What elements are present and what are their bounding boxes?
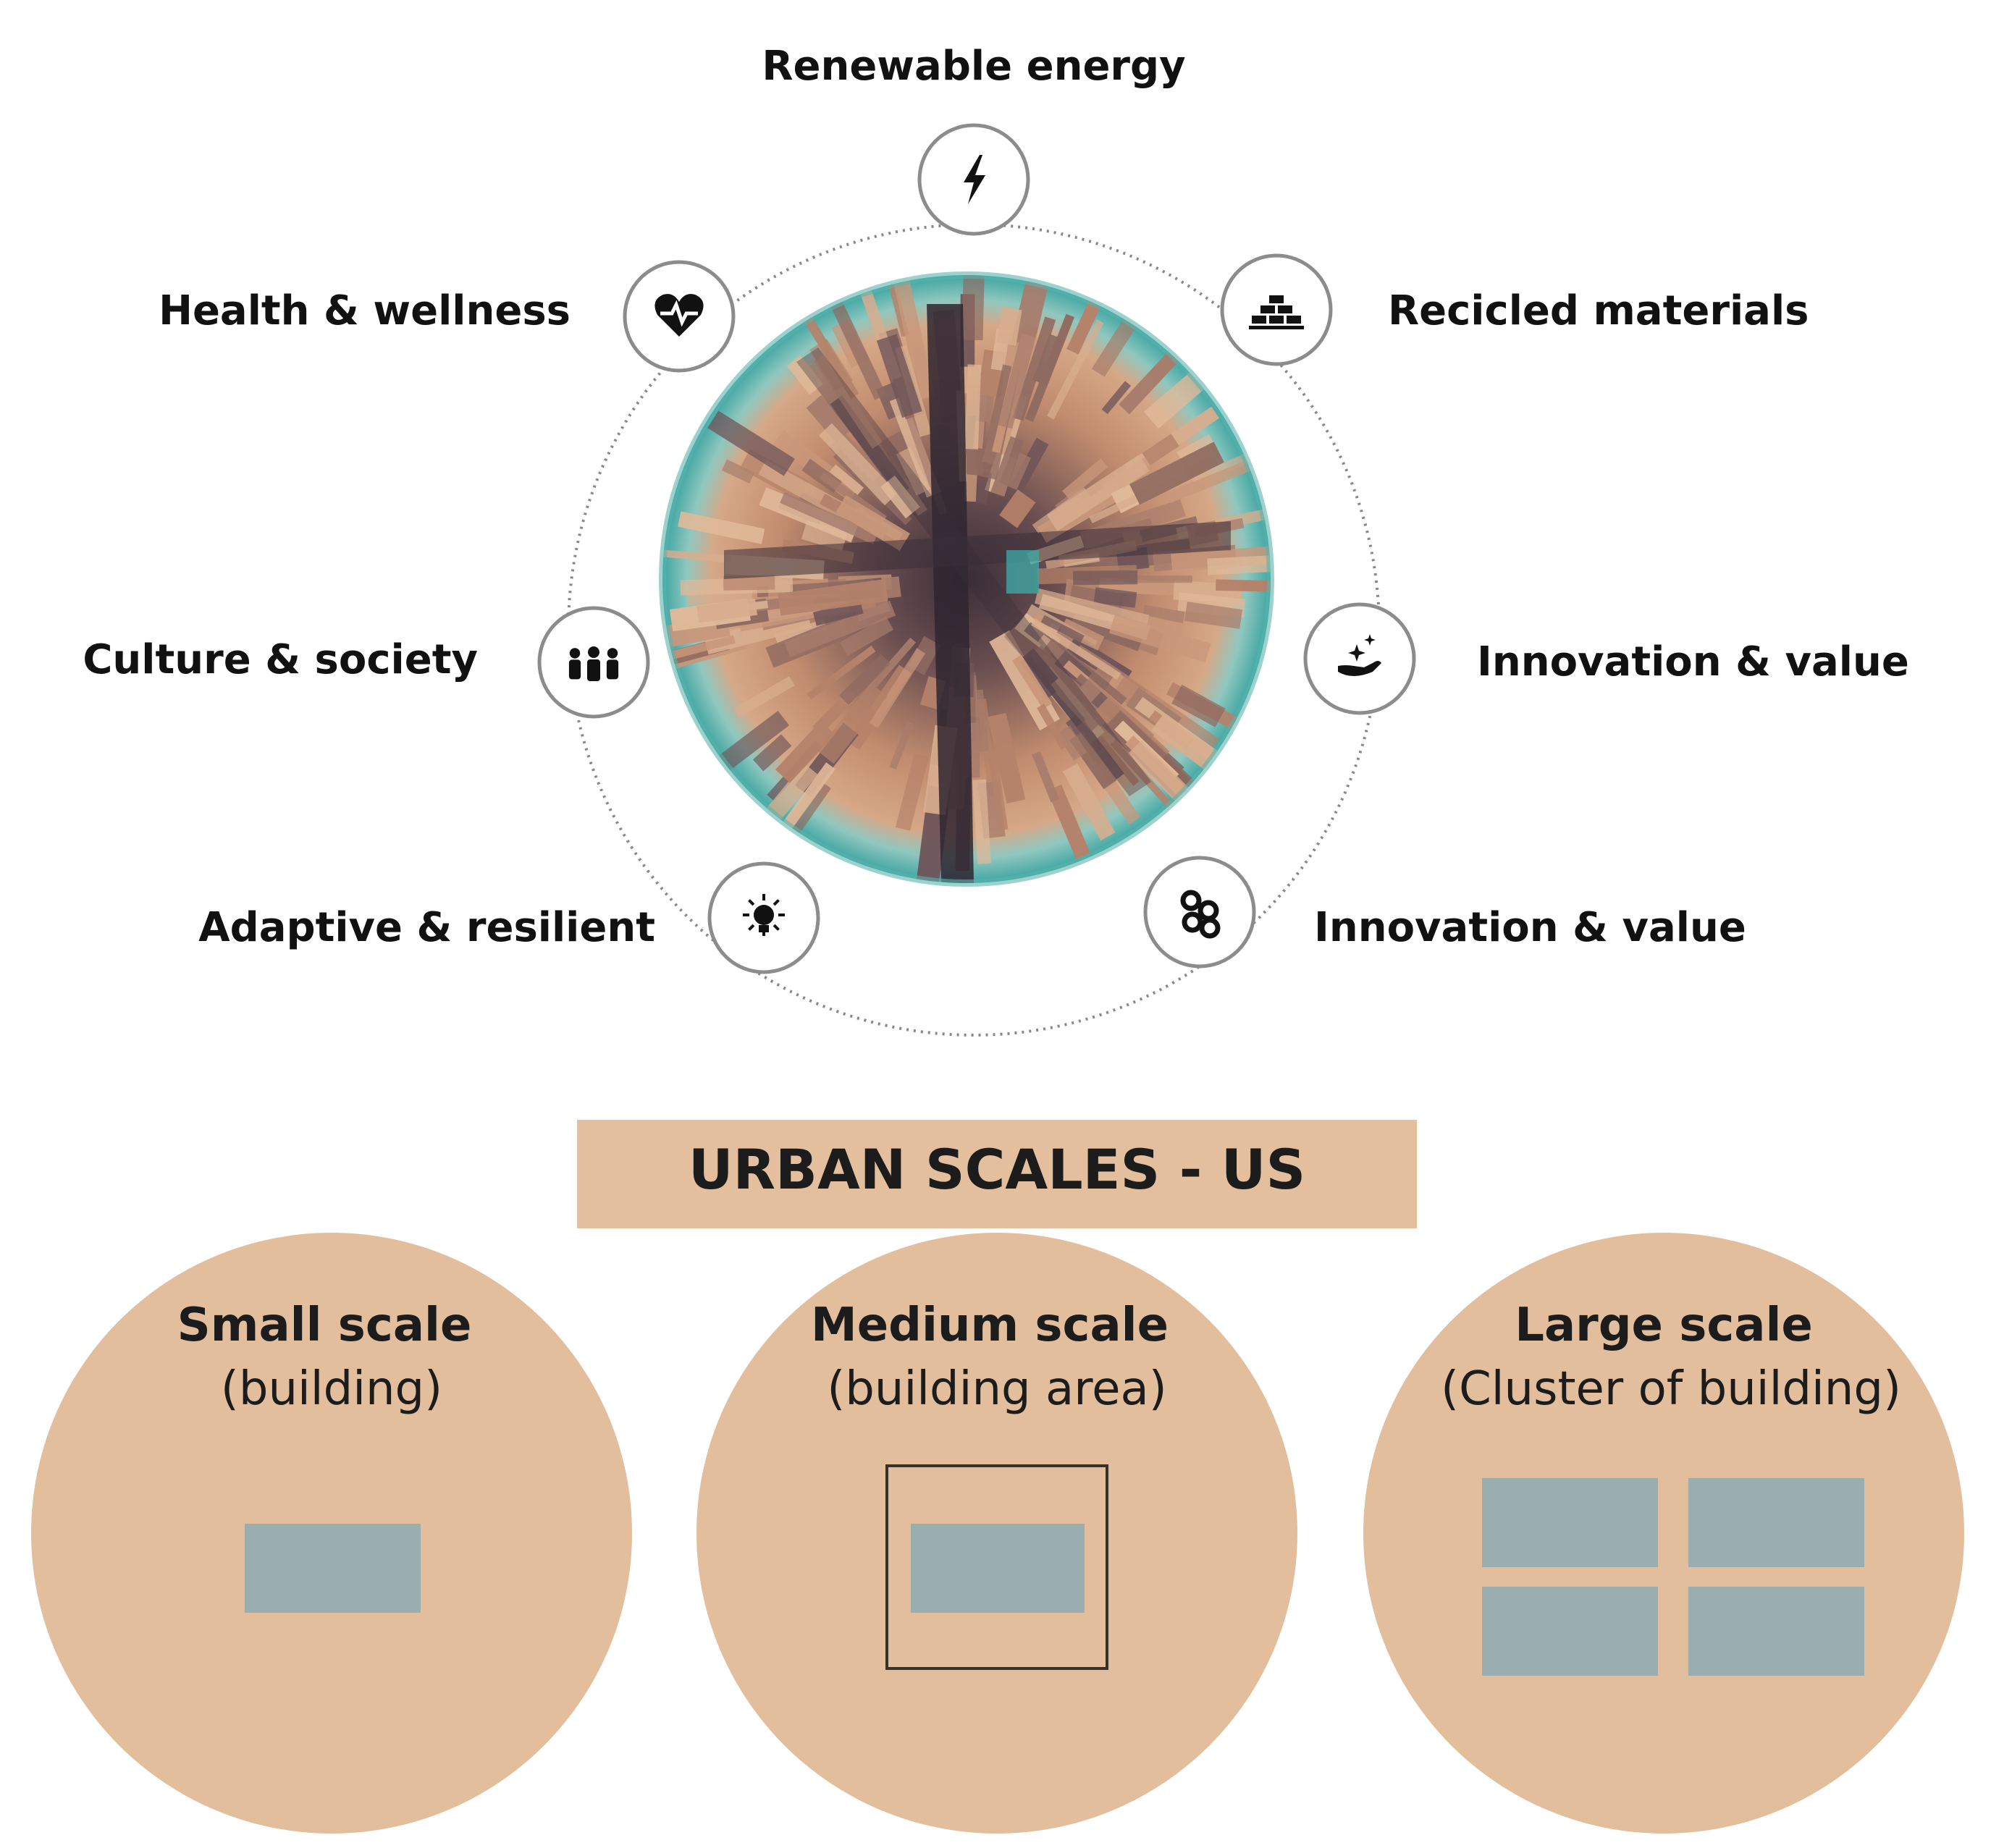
pillar-node: Health & wellness [159,260,736,373]
pillar-label: Renewable energy [762,43,1185,90]
scale-medium: Medium scale (building area) [696,1233,1297,1834]
city-globe-image [659,271,1274,887]
pillar-label: Innovation & value [1314,904,1746,951]
pillar-node: Recicled materials [1220,253,1809,366]
lightning-bolt-icon [964,155,985,204]
urban-scales-title: URBAN SCALES - US [689,1137,1305,1202]
building-block [1688,1587,1864,1676]
pillar-node: Adaptive & resilient [198,861,820,974]
building-block [911,1524,1085,1613]
urban-scales-section: URBAN SCALES - US Small scale (building)… [31,1120,1964,1834]
pillar-icon-circle [1303,602,1416,715]
scale-name: Medium scale [811,1299,1169,1352]
scale-small: Small scale (building) [31,1233,632,1834]
linked-rings-icon [1180,890,1221,939]
pillar-label: Innovation & value [1477,638,1909,685]
people-group-icon [568,646,619,681]
hand-sparkle-icon [1338,634,1381,676]
scale-description: (Cluster of building) [1441,1362,1901,1416]
pillar-label: Recicled materials [1388,287,1809,334]
building-block [1482,1587,1658,1676]
pillar-node: Innovation & value [1143,856,1746,969]
heart-pulse-icon [654,294,704,337]
pillar-label: Adaptive & resilient [198,904,655,951]
pillar-label: Culture & society [83,636,478,683]
pillar-node: Renewable energy [762,43,1186,236]
building-block [1688,1478,1864,1567]
urban-scales-banner [577,1120,1417,1228]
building-area-outline [885,1464,1108,1670]
building-block [1482,1478,1658,1567]
brick-stack-icon [1249,295,1304,329]
scale-description: (building) [221,1362,442,1416]
scale-description: (building area) [827,1362,1166,1416]
light-bulb-icon [743,894,785,936]
building-block [245,1524,421,1613]
scale-circle [1363,1233,1964,1834]
scale-name: Large scale [1515,1299,1813,1352]
scale-name: Small scale [177,1299,472,1352]
pillar-node: Innovation & value [1303,602,1909,715]
pillar-node: Culture & society [83,606,650,719]
scale-large: Large scale (Cluster of building) [1363,1233,1964,1834]
pillar-label: Health & wellness [159,287,571,334]
pillar-icon-circle [1220,253,1333,366]
